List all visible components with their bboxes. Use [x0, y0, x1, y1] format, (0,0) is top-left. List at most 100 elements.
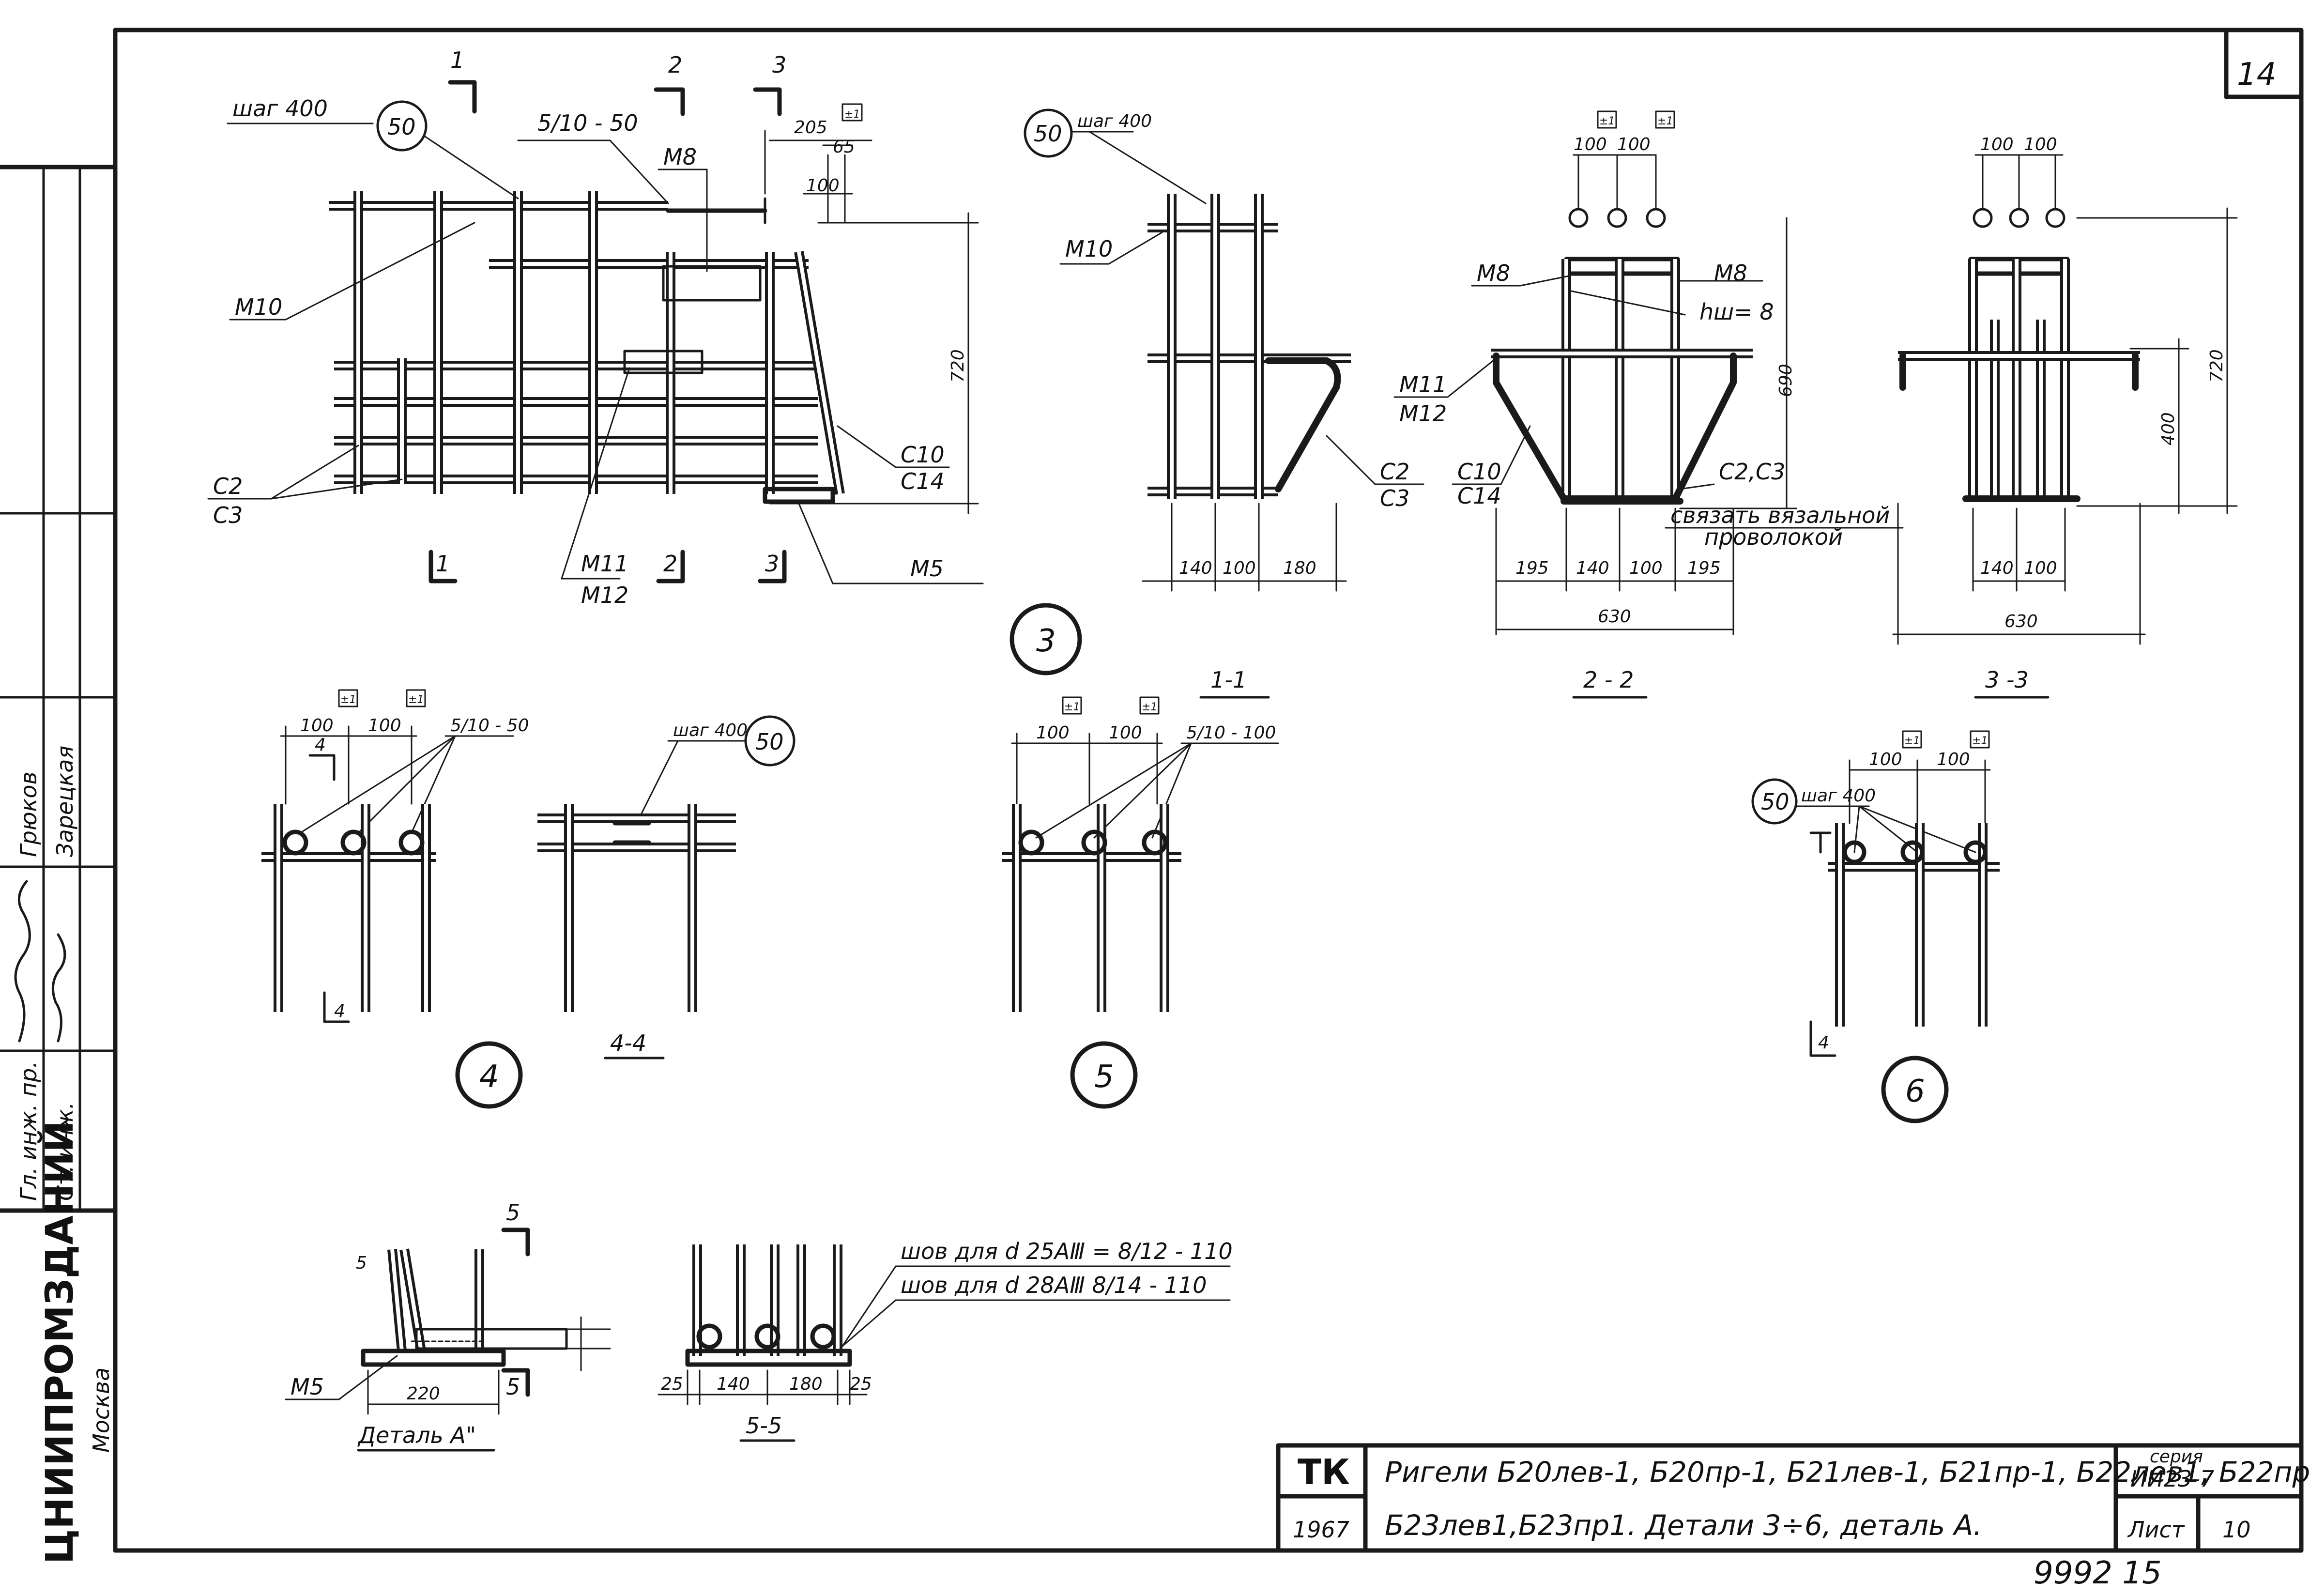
section-2-2: ±1 ±1 100 100 М8 М8 hш= 8 М11 М12 С10 С1…: [1393, 110, 1904, 699]
title-code: ТК: [1298, 1452, 1350, 1492]
title-block: ТК 1967 Ригели Б20лев-1, Б20пр-1, Б21лев…: [1276, 1443, 2310, 1553]
label-5-small: 5: [356, 1253, 367, 1273]
name-senior-engineer: Зарецкая: [52, 746, 78, 857]
dim-65: 65: [833, 137, 855, 157]
label-m8: М8: [663, 144, 697, 170]
detail-a-title: Деталь А": [357, 1422, 476, 1448]
dim-top-100-a: 100: [1980, 135, 2014, 154]
rebar-longitudinal: [329, 201, 818, 484]
label-step-400: шаг 400: [1077, 111, 1152, 131]
label-m10: М10: [1065, 236, 1113, 262]
organization-city: Москва: [88, 1367, 114, 1453]
section-5-5-title: 5-5: [746, 1412, 782, 1439]
role-chief-engineer: Гл. инж. пр.: [15, 1061, 42, 1201]
title-year: 1967: [1293, 1517, 1349, 1543]
tolerance-box: ±1: [408, 694, 424, 706]
cut-4-top: 4: [315, 735, 326, 755]
role-senior-engineer: Ст. инж.: [52, 1102, 78, 1201]
callout-50: 50: [1761, 789, 1790, 815]
dim-100-a: 100: [1036, 723, 1070, 743]
callout-50: 50: [387, 114, 416, 140]
section-3-3: 100 100 400 720 140 100 630 3 -3: [1892, 135, 2238, 699]
tie-note-line-1: связать вязальной: [1670, 502, 1890, 528]
tolerance-box: ±1: [1657, 115, 1673, 127]
label-m10: М10: [235, 294, 282, 320]
label-c14: С14: [1457, 483, 1501, 509]
tolerance-box: ±1: [1972, 735, 1988, 747]
label-hw: hш= 8: [1699, 299, 1774, 325]
organization-name: ЦНИИПРОМЗДАНИЙ: [37, 1120, 82, 1564]
dim-top-100-b: 100: [1617, 135, 1651, 154]
page-number: 14: [2237, 57, 2276, 92]
dim-195-b: 195: [1687, 558, 1721, 578]
cut-5-bottom: 5: [506, 1374, 520, 1400]
dim-400: 400: [2158, 412, 2178, 445]
weld-note-d28: шов для d 28АⅢ 8/14 - 110: [901, 1272, 1207, 1298]
label-c2: С2: [1380, 459, 1409, 485]
label-m5: М5: [291, 1374, 324, 1400]
dim-195-a: 195: [1515, 558, 1549, 578]
dim-100-a: 100: [1869, 750, 1902, 769]
dim-100-b: 100: [1937, 750, 1970, 769]
dim-180: 180: [1283, 558, 1316, 578]
label-step-400: шаг 400: [232, 95, 328, 122]
label-c14: С14: [901, 468, 945, 494]
dim-205: 205: [794, 118, 827, 138]
tolerance-box: ±1: [1599, 115, 1615, 127]
dim-140: 140: [1179, 558, 1212, 578]
tolerance-box: ±1: [340, 694, 356, 706]
detail-6-marker: 6: [1905, 1074, 1925, 1109]
label-weld: 5/10 - 100: [1186, 723, 1276, 743]
dim-720: 720: [2207, 349, 2227, 383]
cut-4-bottom: 4: [334, 1001, 345, 1021]
dim-140: 140: [1576, 558, 1609, 578]
detail-4-marker: 4: [479, 1059, 499, 1095]
label-m11: М11: [1399, 371, 1447, 398]
label-c3: С3: [1380, 485, 1409, 511]
dim-220: 220: [407, 1384, 440, 1404]
side-stamp: Гл. инж. пр. Ст. инж. Грюков Зарецкая ЦН…: [0, 165, 118, 1564]
detail-6: ±1 ±1 100 100 50 шаг 400 4 6: [1751, 730, 2000, 1123]
dim-top-100-b: 100: [2024, 135, 2057, 154]
series-label: серия: [2150, 1447, 2203, 1467]
section-3-3-title: 3 -3: [1985, 667, 2029, 693]
dim-100: 100: [1629, 558, 1663, 578]
dim-25-a: 25: [661, 1374, 683, 1394]
label-c10: С10: [901, 442, 945, 468]
title-line-1: Ригели Б20лев-1, Б20пр-1, Б21лев-1, Б21п…: [1385, 1456, 2310, 1489]
dim-720: 720: [948, 349, 968, 383]
label-weld: 5/10 - 50: [450, 716, 529, 736]
detail-3-marker: 3: [1036, 623, 1056, 659]
label-c10: С10: [1457, 459, 1501, 485]
sheet-value: 10: [2222, 1517, 2251, 1543]
cut-5-top: 5: [506, 1199, 520, 1226]
tolerance-box: ±1: [1064, 701, 1080, 713]
cut-1-bottom: 1: [436, 551, 450, 577]
weld-note-d25: шов для d 25АⅢ = 8/12 - 110: [901, 1238, 1233, 1264]
cut-1-top: 1: [450, 47, 464, 73]
name-chief-engineer: Грюков: [15, 771, 42, 857]
label-m8-right: М8: [1714, 260, 1747, 286]
detail-5: 1-1 ±1 ±1 100 100 5/10 - 100 5: [1002, 667, 1279, 1109]
label-m8-left: М8: [1477, 260, 1510, 286]
cut-2-top: 2: [668, 52, 682, 78]
detail-3: 205 65 100 720 ±1 1 2 3 1 2 3 шаг 400 50…: [207, 47, 1082, 675]
label-step-400: шаг 400: [673, 721, 748, 740]
dim-top-100-a: 100: [1574, 135, 1607, 154]
series-value: ИИ23-7: [2130, 1466, 2214, 1492]
dim-180: 180: [789, 1374, 823, 1394]
dim-630: 630: [2004, 612, 2038, 631]
section-2-2-title: 2 - 2: [1583, 667, 1634, 693]
label-m12: М12: [1399, 400, 1447, 427]
label-step-400: шаг 400: [1801, 786, 1876, 806]
cut-4: 4: [1818, 1033, 1829, 1053]
label-m11: М11: [581, 551, 628, 577]
section-4-4-title: 4-4: [610, 1030, 646, 1056]
dim-630: 630: [1598, 607, 1631, 627]
label-m5: М5: [910, 555, 944, 582]
dim-100-a: 100: [300, 716, 334, 736]
dim-140: 140: [717, 1374, 750, 1394]
rebar-verticals: [353, 191, 845, 495]
cut-3-bottom: 3: [765, 551, 779, 577]
